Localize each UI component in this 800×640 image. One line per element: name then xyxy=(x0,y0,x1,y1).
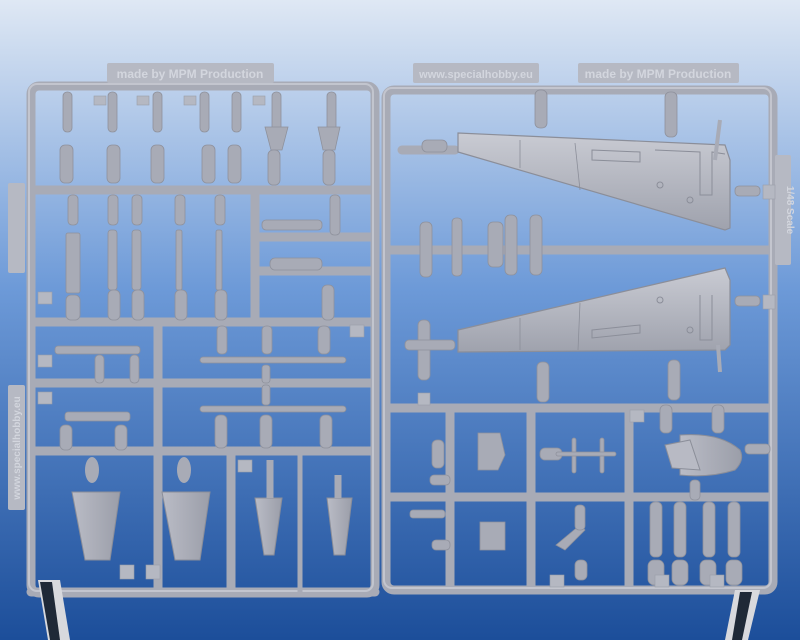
tab-website: www.specialhobby.eu xyxy=(413,63,539,83)
part-cone-3 xyxy=(254,455,353,592)
wing-lower xyxy=(457,267,731,373)
wing-upper xyxy=(457,119,731,231)
photo-clamps xyxy=(38,580,760,640)
tab-left-website: www.specialhobby.eu xyxy=(8,385,25,510)
tab-left-text: made by MPM Production xyxy=(117,67,264,81)
tab-right-text: made by MPM Production xyxy=(585,67,732,81)
tab-scale: 1/48 Scale xyxy=(775,155,795,265)
frame-highlight xyxy=(28,83,772,592)
part-cone-1 xyxy=(71,457,121,561)
number-tabs xyxy=(37,95,776,588)
sprue-frame xyxy=(26,81,778,598)
tab-right: made by MPM Production xyxy=(578,63,739,83)
tab-scale-text: 1/48 Scale xyxy=(784,186,795,235)
small-parts xyxy=(54,89,771,586)
tab-left-side xyxy=(8,183,25,273)
tab-left-website-text: www.specialhobby.eu xyxy=(12,396,23,500)
tab-website-text: www.specialhobby.eu xyxy=(418,69,533,81)
engine-nacelle xyxy=(664,434,743,477)
tab-left: made by MPM Production xyxy=(107,63,274,83)
part-cone-2 xyxy=(161,457,211,561)
